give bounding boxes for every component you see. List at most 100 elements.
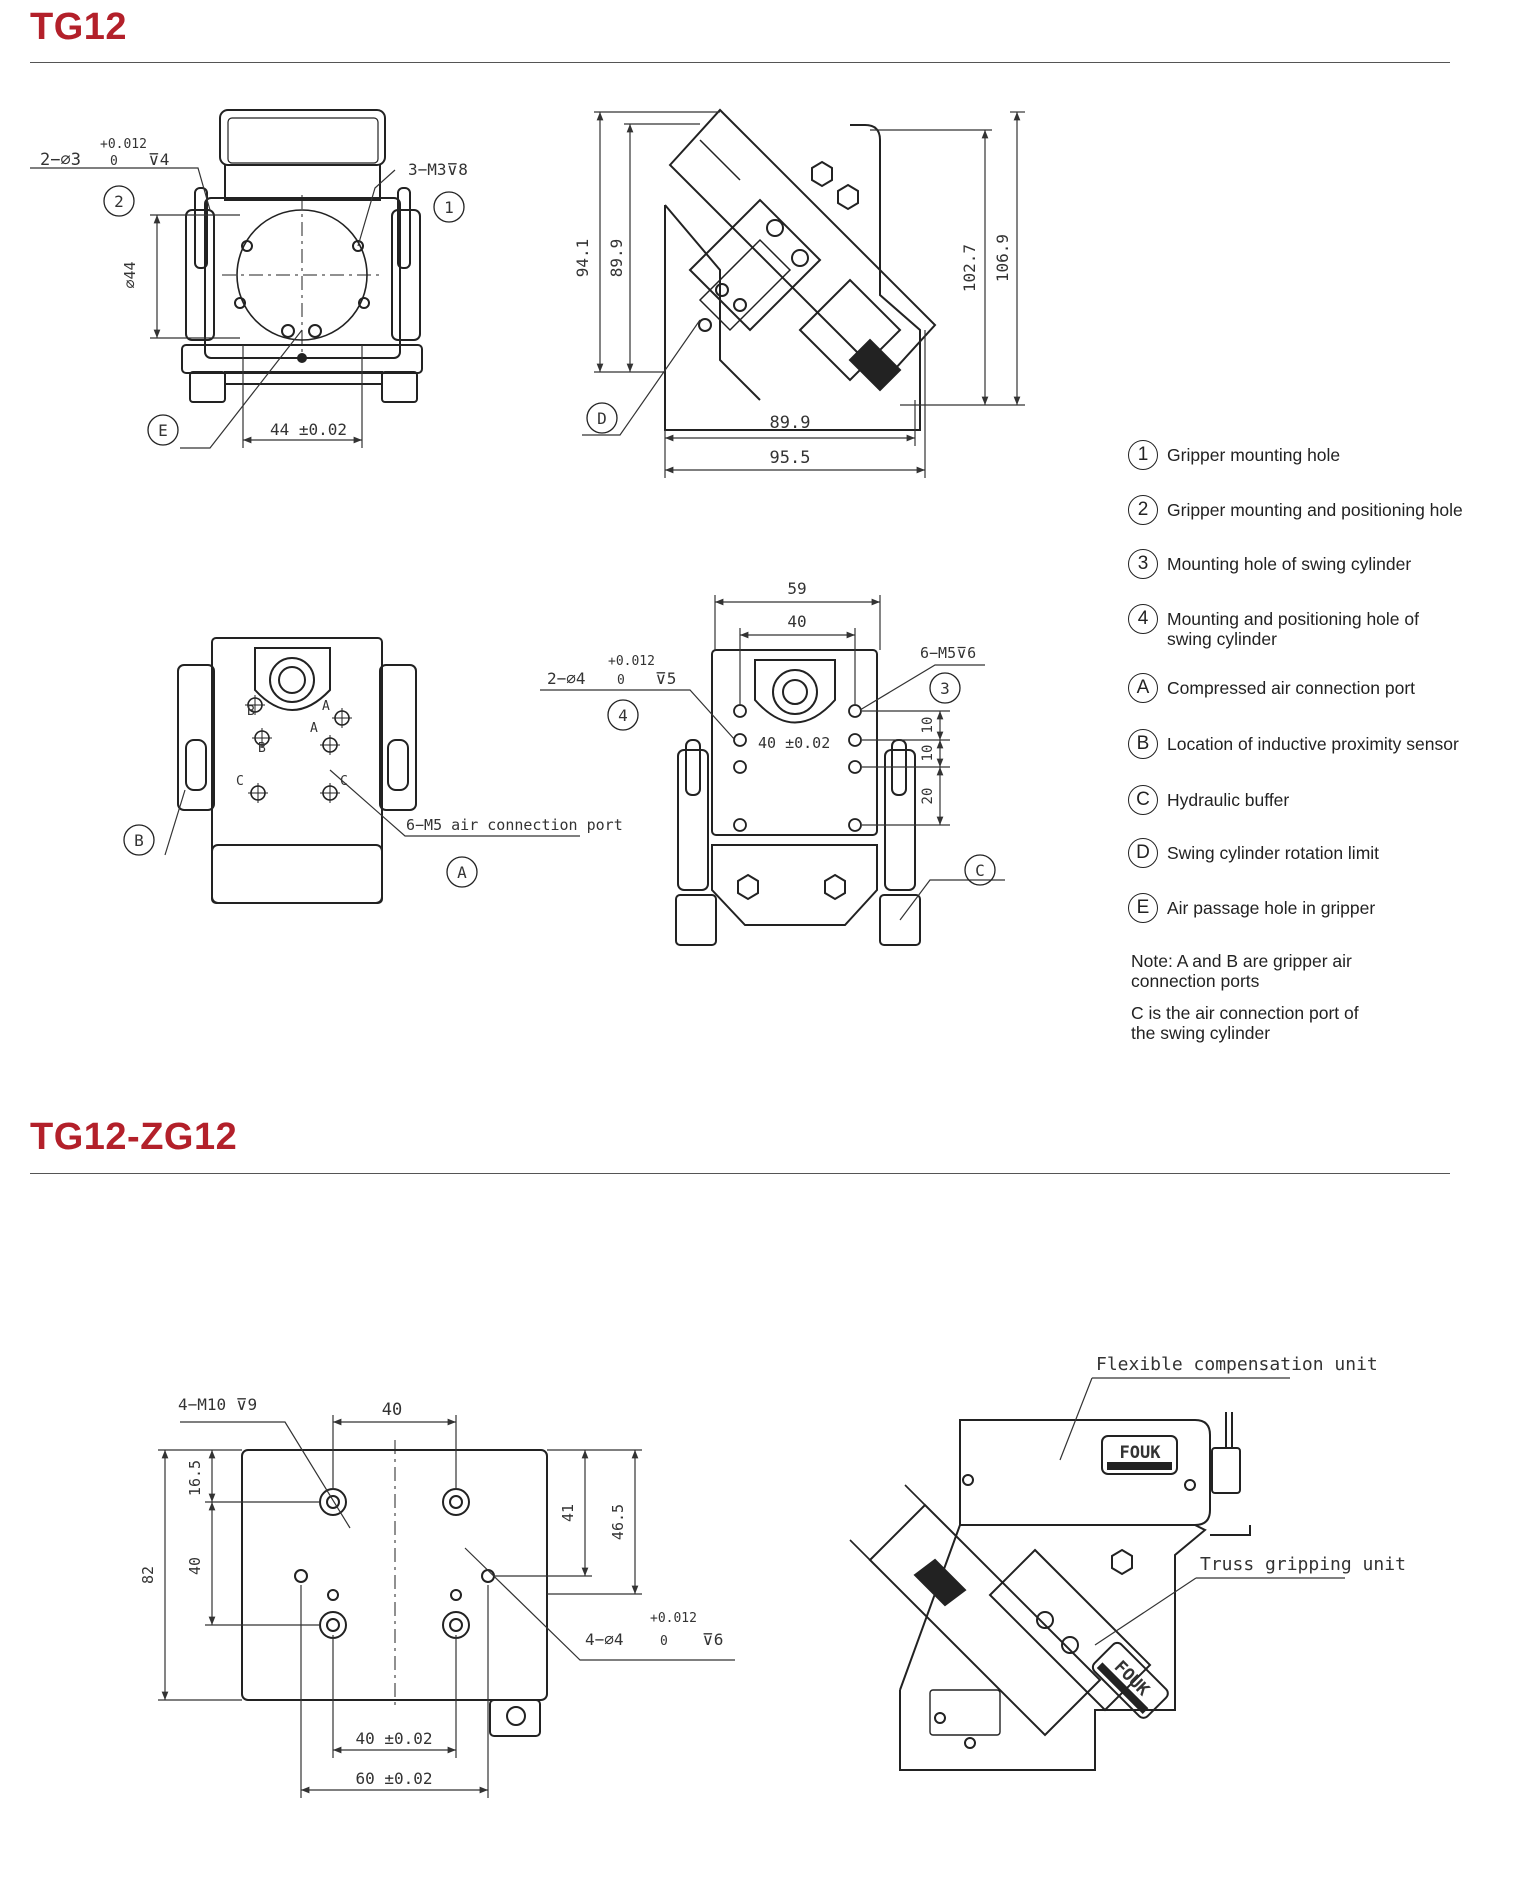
dim-95-5: 95.5 bbox=[770, 448, 811, 468]
dim-59: 59 bbox=[787, 579, 806, 598]
zg12-callout-leaders bbox=[1059, 1377, 1345, 1646]
dim-m5-6: 6−M5⊽6 bbox=[920, 644, 976, 662]
dim-41: 41 bbox=[559, 1504, 577, 1522]
legend-text: Hydraulic buffer bbox=[1167, 790, 1290, 810]
zg12-plate-dimensions bbox=[158, 1415, 735, 1798]
marker-c: C bbox=[964, 854, 996, 886]
tg12-swing-view bbox=[675, 649, 921, 946]
dim-16-5: 16.5 bbox=[186, 1460, 204, 1496]
dim-10a: 10 bbox=[920, 717, 936, 734]
svg-text:FOUK: FOUK bbox=[1120, 1443, 1162, 1463]
dim-m10: 4−M10 ⊽9 bbox=[178, 1395, 257, 1414]
legend-item: A Compressed air connection port bbox=[1128, 673, 1415, 703]
svg-text:3: 3 bbox=[940, 679, 950, 698]
dim-89-9-h: 89.9 bbox=[770, 413, 811, 433]
dim-tol-zero: 0 bbox=[110, 154, 118, 169]
legend-text: Gripper mounting hole bbox=[1167, 445, 1341, 465]
dim-4phi4: 4−∅4 bbox=[585, 1630, 624, 1649]
legend-item: B Location of inductive proximity sensor bbox=[1128, 729, 1459, 759]
legend-item: E Air passage hole in gripper bbox=[1128, 893, 1375, 923]
svg-text:4: 4 bbox=[618, 706, 628, 725]
dim-depth6: ⊽6 bbox=[702, 1630, 723, 1649]
svg-text:E: E bbox=[158, 421, 168, 440]
marker-b: B bbox=[123, 824, 155, 856]
marker-a: A bbox=[446, 856, 478, 888]
dim-44: 44 ±0.02 bbox=[270, 420, 347, 439]
section-divider bbox=[30, 1173, 1450, 1174]
brand-logo: FOUK bbox=[1101, 1435, 1178, 1475]
tg12-swing-holes bbox=[733, 704, 862, 832]
legend-symbol: E bbox=[1128, 893, 1158, 923]
legend-symbol: B bbox=[1128, 729, 1158, 759]
marker-4: 4 bbox=[607, 699, 639, 731]
tg12-swing-dimensions bbox=[540, 595, 1005, 921]
svg-text:A: A bbox=[457, 863, 467, 882]
legend-text: Gripper mounting and positioning hole bbox=[1167, 500, 1463, 520]
dim-depth4: ⊽4 bbox=[148, 150, 169, 169]
dim-m5-air: 6−M5 air connection port bbox=[406, 816, 623, 834]
dim-89-9-v: 89.9 bbox=[607, 239, 626, 278]
tg12-bottom-leaders bbox=[164, 769, 580, 856]
dim-2phi4: 2−∅4 bbox=[547, 669, 586, 688]
legend-text: Mounting hole of swing cylinder bbox=[1167, 554, 1412, 574]
dim-40-002: 40 ±0.02 bbox=[758, 734, 830, 752]
section-title-tg12: TG12 bbox=[30, 6, 128, 48]
note-gripper-ports: Note: A and B are gripper air connection… bbox=[1131, 951, 1352, 991]
dim-40: 40 bbox=[787, 612, 806, 631]
legend-symbol: C bbox=[1128, 785, 1158, 815]
tg12-front-view bbox=[181, 109, 423, 403]
legend-item: C Hydraulic buffer bbox=[1128, 785, 1289, 815]
dim-102-7: 102.7 bbox=[960, 244, 979, 292]
label-a2: A bbox=[310, 721, 318, 736]
svg-text:1: 1 bbox=[444, 198, 454, 217]
marker-3: 3 bbox=[929, 672, 961, 704]
callout-flexible-compensation-unit: Flexible compensation unit bbox=[1096, 1354, 1378, 1375]
svg-text:2: 2 bbox=[114, 192, 124, 211]
marker-2: 2 bbox=[103, 185, 135, 217]
tg12-side-dimensions bbox=[582, 111, 1025, 478]
dim-z60-002: 60 ±0.02 bbox=[355, 1769, 432, 1788]
dim-m3: 3−M3⊽8 bbox=[408, 160, 468, 179]
dim-tol-plus-3: +0.012 bbox=[650, 1611, 697, 1626]
marker-e: E bbox=[147, 414, 179, 446]
dim-tol-zero-2: 0 bbox=[617, 673, 625, 688]
svg-text:B: B bbox=[134, 831, 144, 850]
legend-symbol: A bbox=[1128, 673, 1158, 703]
legend-text: Air passage hole in gripper bbox=[1167, 898, 1376, 918]
legend-item: D Swing cylinder rotation limit bbox=[1128, 838, 1379, 868]
dim-46-5: 46.5 bbox=[609, 1504, 627, 1540]
legend-text: Compressed air connection port bbox=[1167, 678, 1416, 698]
dim-tol-plus: +0.012 bbox=[100, 137, 147, 152]
dim-10b: 10 bbox=[920, 745, 936, 762]
dim-z40-002: 40 ±0.02 bbox=[355, 1729, 432, 1748]
legend-text: Location of inductive proximity sensor bbox=[1167, 734, 1459, 754]
note-swing-port: C is the air connection port of the swin… bbox=[1131, 1003, 1359, 1043]
legend-text: Swing cylinder rotation limit bbox=[1167, 843, 1380, 863]
tg12-bottom-holes bbox=[245, 695, 352, 803]
tg12-bottom-view bbox=[177, 637, 417, 904]
legend-text: Mounting and positioning hole of swing c… bbox=[1167, 609, 1419, 649]
legend-item: 2 Gripper mounting and positioning hole bbox=[1128, 495, 1463, 525]
legend-item: 1 Gripper mounting hole bbox=[1128, 440, 1340, 470]
legend-symbol: 1 bbox=[1128, 440, 1158, 470]
section-divider bbox=[30, 62, 1450, 63]
legend-symbol: 3 bbox=[1128, 549, 1158, 579]
dim-depth5: ⊽5 bbox=[655, 669, 676, 688]
dim-94-1: 94.1 bbox=[573, 239, 592, 278]
dim-tol-plus-2: +0.012 bbox=[608, 654, 655, 669]
marker-1: 1 bbox=[433, 191, 465, 223]
dim-tol-zero-3: 0 bbox=[660, 1634, 668, 1649]
dim-106-9: 106.9 bbox=[993, 234, 1012, 282]
label-c2: C bbox=[340, 774, 348, 789]
label-a1: A bbox=[322, 699, 330, 714]
legend-symbol: 4 bbox=[1128, 604, 1158, 634]
label-c1: C bbox=[236, 774, 244, 789]
zg12-assembly-view bbox=[849, 1412, 1251, 1771]
marker-d: D bbox=[586, 402, 618, 434]
svg-text:D: D bbox=[597, 409, 607, 428]
legend-symbol: 2 bbox=[1128, 495, 1158, 525]
tg12-side-view bbox=[664, 108, 937, 431]
dim-20: 20 bbox=[920, 788, 936, 805]
legend-item: 3 Mounting hole of swing cylinder bbox=[1128, 549, 1411, 579]
